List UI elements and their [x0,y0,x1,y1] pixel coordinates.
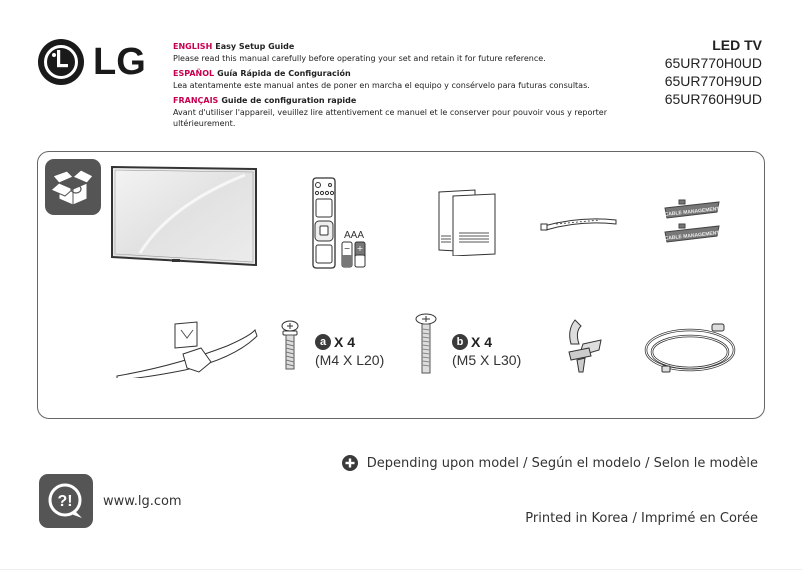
remote-control-icon [312,177,336,273]
english-body: Please read this manual carefully before… [173,54,546,63]
model-note-text: Depending upon model / Según el modelo /… [366,455,758,471]
lg-face-icon [38,39,84,85]
badge-b: b [452,333,468,350]
battery-icon: AAA − + [339,229,369,273]
cable-management-icon: CABLE MANAGEMENT CABLE MANAGEMENT [663,198,723,254]
help-question-icon: ?! [39,474,93,528]
printed-in: Printed in Korea / Imprimé en Corée [525,511,758,526]
aaa-label: AAA [344,230,364,241]
tv-icon [110,165,260,273]
product-type: LED TV [712,37,762,53]
svg-text:+: + [357,244,364,253]
model-note: Depending upon model / Según el modelo /… [341,455,758,471]
model-number: 65UR760H9UD [664,91,762,107]
french-body: Avant d'utiliser l'appareil, veuillez li… [173,108,607,128]
components-box [37,151,765,419]
plus-circle-icon [341,455,358,471]
help-section: ?! www.lg.com [39,474,182,528]
cable-tie-icon [540,210,620,240]
unbox-icon [45,159,101,219]
spanish-body: Lea atentamente este manual antes de pon… [173,81,590,90]
website-link[interactable]: www.lg.com [103,493,182,509]
power-cord-icon [640,318,740,384]
lg-logo: LG [37,38,146,86]
model-number: 65UR770H9UD [664,73,762,89]
logo-text: LG [93,41,146,83]
manual-icon [437,188,499,260]
screw-b-icon [414,313,438,379]
cable-holder-icon [565,316,605,382]
svg-text:?!: ?! [57,493,72,510]
model-number: 65UR770H0UD [664,55,762,71]
screw-a-icon [280,320,300,376]
model-list: LED TV 65UR770H0UD 65UR770H9UD 65UR760H9… [665,36,762,108]
svg-text:CABLE MANAGEMENT: CABLE MANAGEMENT [664,206,719,218]
stand-icon [115,318,260,382]
svg-text:CABLE MANAGEMENT: CABLE MANAGEMENT [664,230,719,242]
svg-text:−: − [344,244,351,253]
badge-a: a [315,333,331,350]
page-bottom-rule [0,569,802,570]
